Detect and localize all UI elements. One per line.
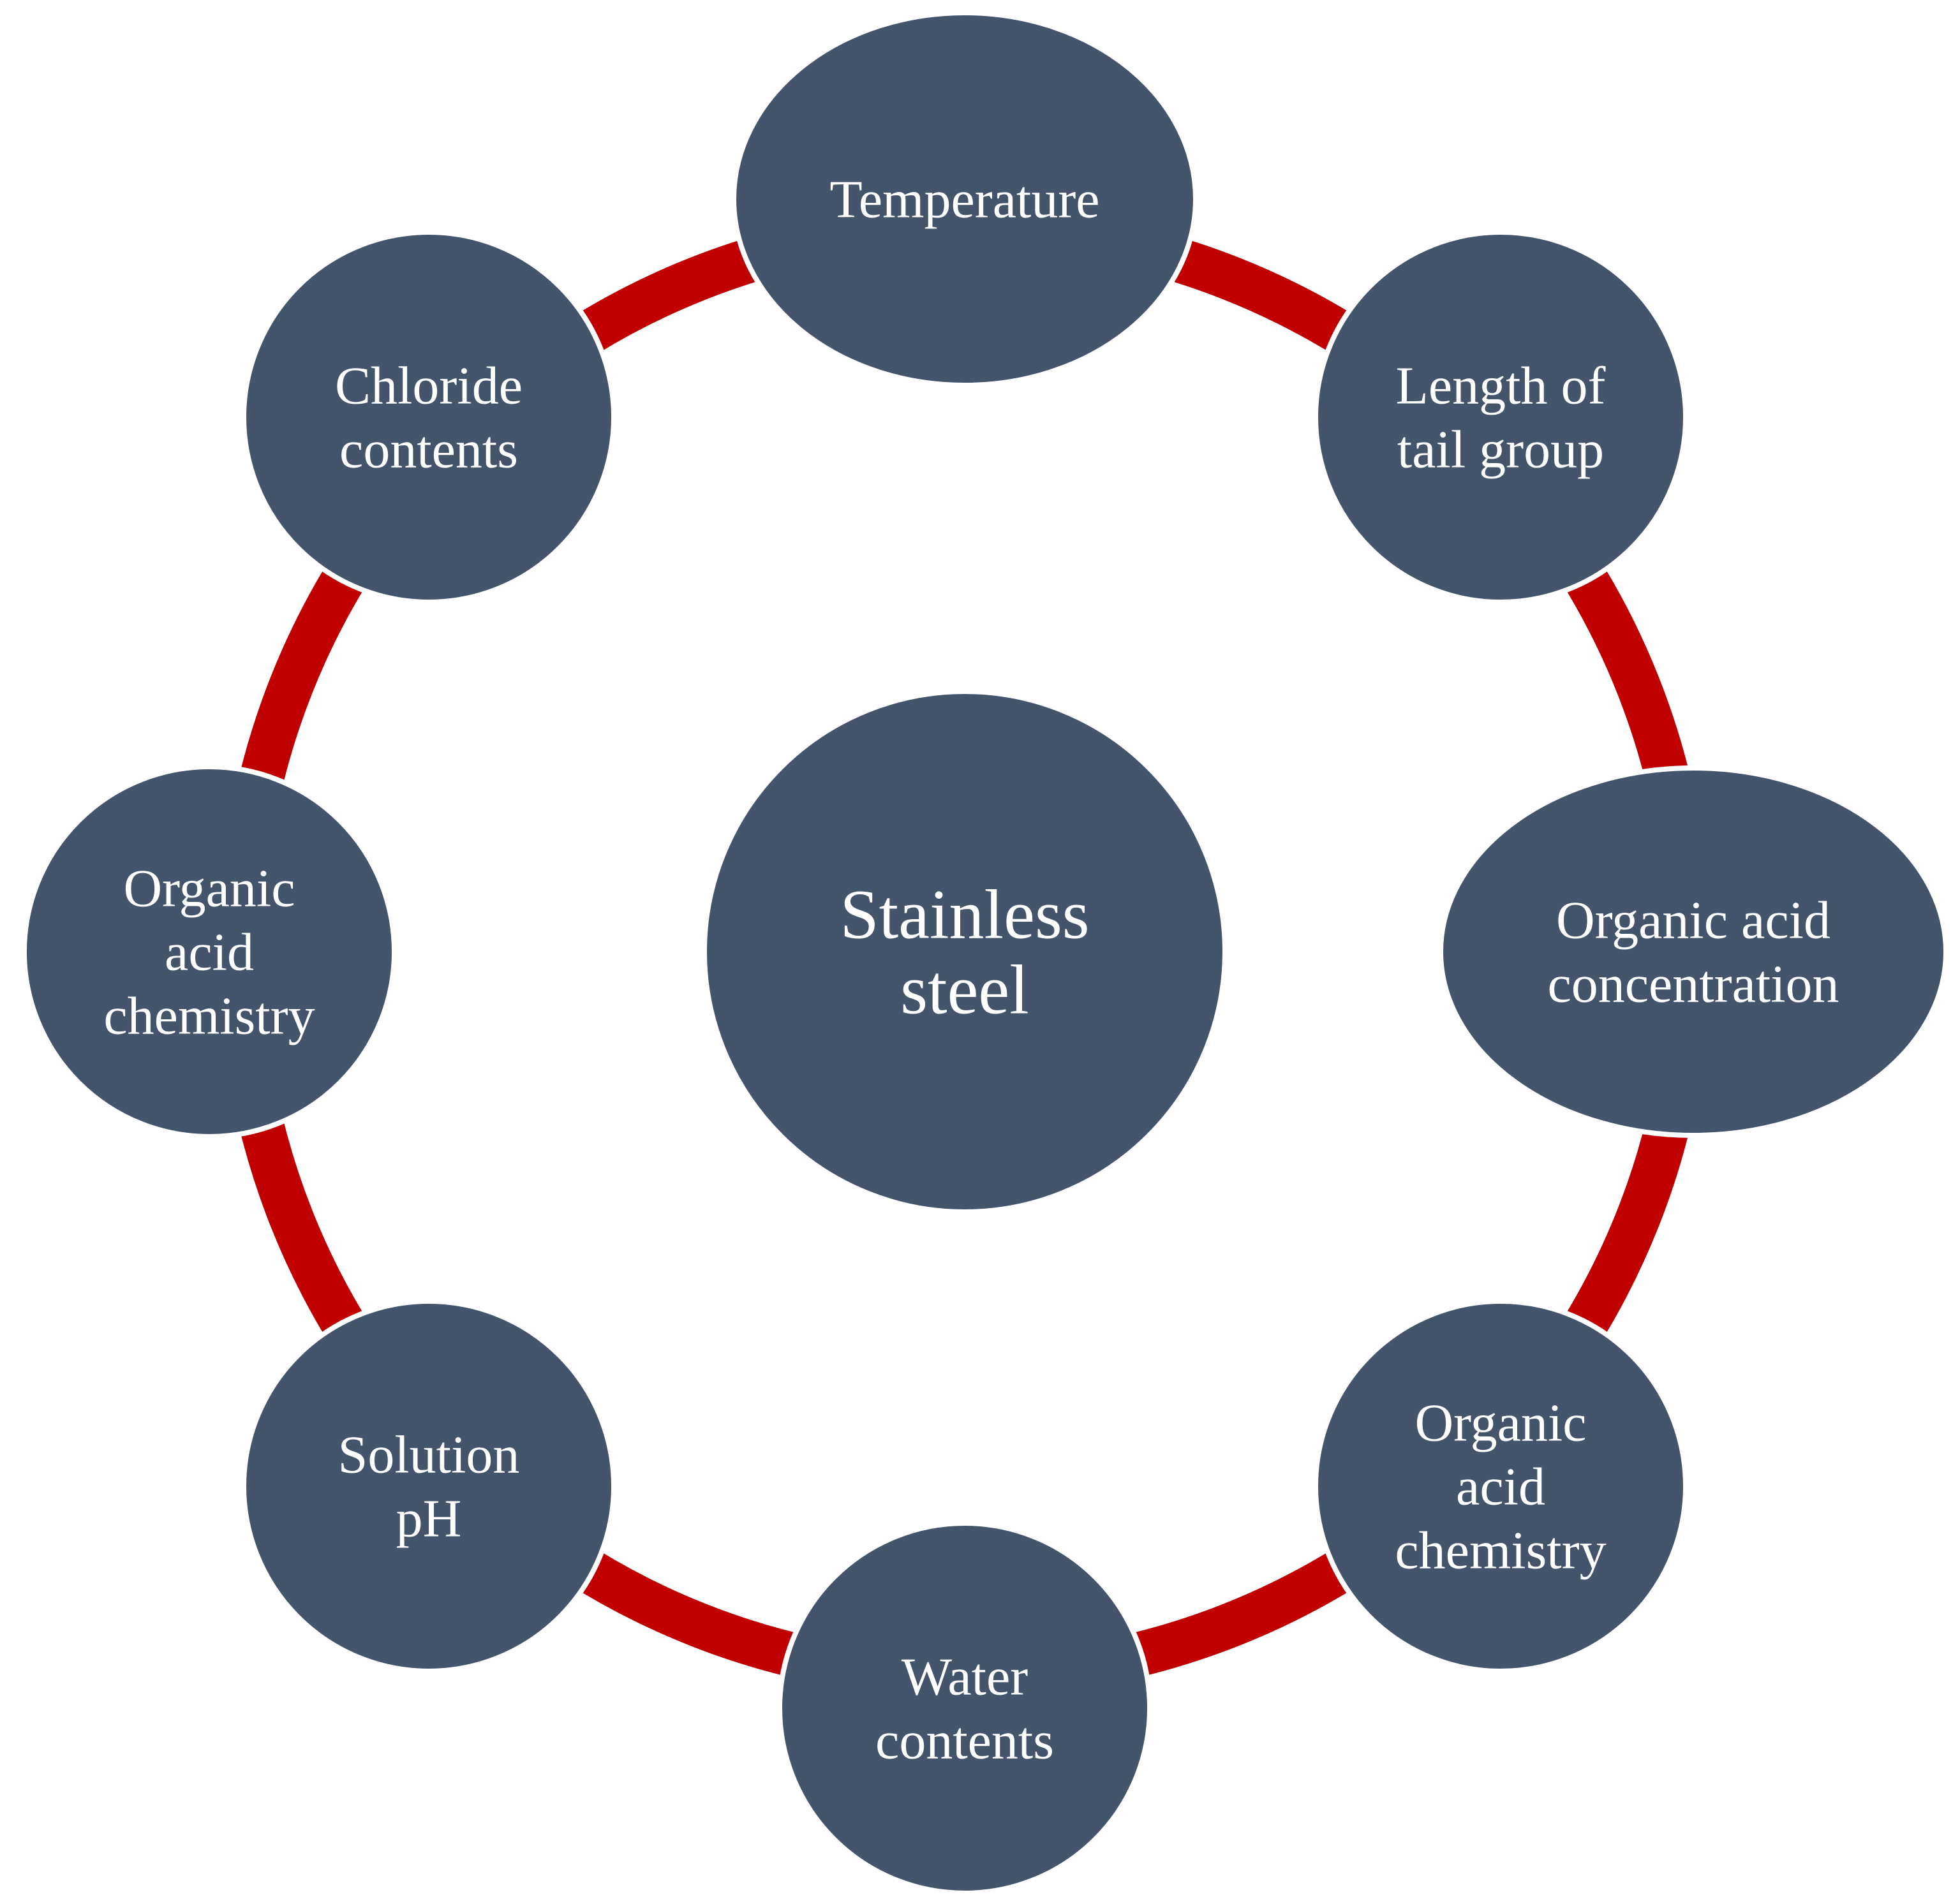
center-stainless-steel-label-line: steel (900, 950, 1029, 1028)
center-stainless-steel-label-line: Stainless (840, 875, 1089, 953)
node-length-of-tail-group-label-line: Length of (1396, 357, 1606, 416)
node-organic-acid-concentration-label-line: Organic acid (1556, 891, 1830, 950)
node-organic-acid-chemistry-right-label-line: chemistry (1395, 1521, 1606, 1581)
node-solution-ph-label-line: pH (396, 1489, 462, 1549)
node-temperature-label: Temperature (829, 170, 1099, 230)
node-chloride-contents-label-line: contents (339, 420, 518, 480)
node-organic-acid-chemistry-right-label-line: Organic (1414, 1394, 1586, 1453)
node-organic-acid-concentration-shape (1438, 765, 1949, 1138)
node-water-contents-label-line: contents (875, 1711, 1054, 1771)
node-temperature: Temperature (731, 10, 1198, 388)
node-organic-acid-chemistry-right-shape (1313, 1299, 1688, 1674)
node-chloride-contents-label-line: Chloride (335, 357, 523, 416)
node-temperature-shape (731, 10, 1198, 388)
node-organic-acid-chemistry-left-shape (22, 764, 397, 1139)
node-organic-acid-chemistry-left-label-line: chemistry (103, 987, 315, 1046)
node-organic-acid-chemistry-left-label-line: acid (165, 923, 254, 982)
node-chloride-contents-shape (241, 230, 616, 605)
node-length-of-tail-group-label-line: tail group (1397, 420, 1604, 480)
node-solution-ph-label-line: Solution (338, 1426, 520, 1485)
node-water-contents-shape (777, 1521, 1152, 1896)
node-organic-acid-chemistry-right-label-line: acid (1456, 1458, 1545, 1517)
node-organic-acid-chemistry-left-label-line: Organic (123, 859, 295, 919)
node-water-contents-label-line: Water (902, 1648, 1028, 1707)
node-length-of-tail-group-shape (1313, 230, 1688, 605)
node-organic-acid-concentration-label-line: concentration (1547, 955, 1839, 1014)
node-temperature-label-line: Temperature (829, 170, 1099, 230)
node-solution-ph-shape (241, 1299, 616, 1674)
center-stainless-steel-shape (702, 689, 1228, 1214)
